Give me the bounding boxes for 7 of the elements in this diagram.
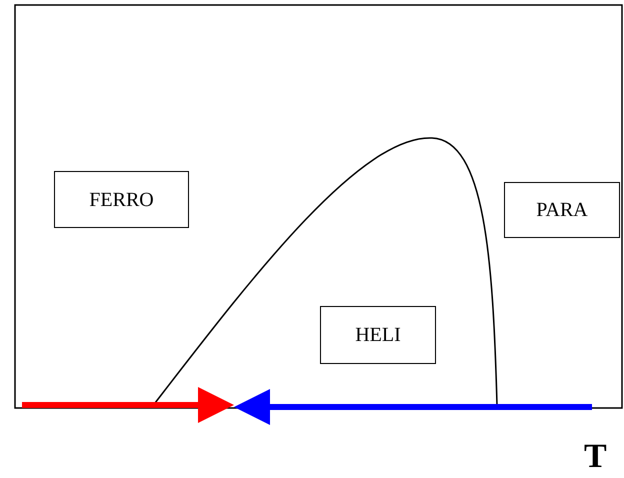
phase-label: HELI <box>355 325 401 345</box>
phase-box <box>320 306 436 364</box>
phase-box <box>504 182 620 238</box>
phase-box <box>54 171 189 228</box>
phase-label: PARA <box>536 200 588 220</box>
phase-label: FERRO <box>89 190 154 210</box>
axis-label: T <box>584 440 607 474</box>
